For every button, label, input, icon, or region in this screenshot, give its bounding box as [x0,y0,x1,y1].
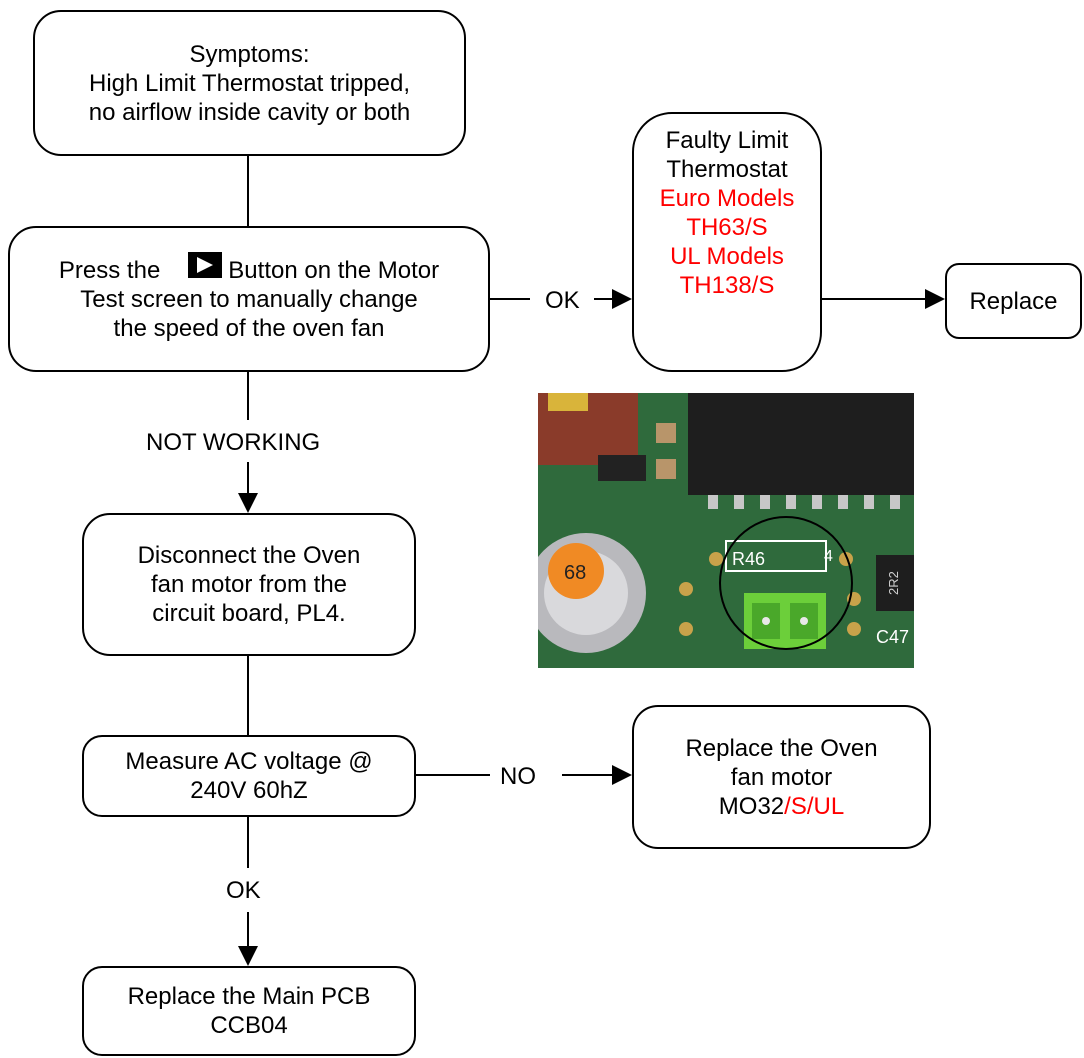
faulty-thermostat-box: Faulty Limit Thermostat Euro Models TH63… [632,112,822,372]
ic-chip [688,393,914,495]
disconnect-line-2: fan motor from the [151,570,347,599]
euro-part-number: TH63/S [686,213,767,242]
replace-pcb-line-2: CCB04 [210,1011,287,1040]
edge-label-ok-down: OK [222,876,265,905]
pin-label: 4 [824,548,833,565]
ul-part-number: TH138/S [680,271,775,300]
capacitor-marking: 68 [564,562,586,584]
symptoms-title: Symptoms: [189,40,309,69]
press-button-box: Press the Button on the Motor Test screen… [8,226,490,372]
press-button-suffix: Button on the Motor [228,257,439,284]
symptoms-box: Symptoms: High Limit Thermostat tripped,… [33,10,466,156]
euro-models-label: Euro Models [660,184,795,213]
faulty-thermostat-line-1: Faulty Limit [666,126,789,155]
r46-label: R46 [732,549,765,569]
replace-box: Replace [945,263,1082,339]
measure-line-1: Measure AC voltage @ [125,747,372,776]
circuit-board-photo: 68 R46 4 2R2 C47 [538,393,914,668]
press-button-line-1: Press the Button on the Motor [59,256,439,285]
edge-label-no: NO [496,762,540,791]
faulty-thermostat-line-2: Thermostat [666,155,787,184]
edge-label-not-working: NOT WORKING [142,428,324,457]
motor-part-base: MO32 [719,793,784,820]
play-icon [188,252,222,278]
replace-label: Replace [969,287,1057,316]
replace-pcb-line-1: Replace the Main PCB [128,982,371,1011]
replace-motor-part: MO32/S/UL [719,792,844,821]
measure-line-2: 240V 60hZ [190,776,307,805]
press-button-line-3: the speed of the oven fan [114,314,385,343]
replace-pcb-box: Replace the Main PCB CCB04 [82,966,416,1056]
disconnect-line-3: circuit board, PL4. [152,599,345,628]
press-button-line-2: Test screen to manually change [80,285,418,314]
replace-motor-line-2: fan motor [731,763,832,792]
motor-part-suffix: /S/UL [784,793,844,820]
disconnect-line-1: Disconnect the Oven [138,541,361,570]
ul-models-label: UL Models [670,242,784,271]
disconnect-box: Disconnect the Oven fan motor from the c… [82,513,416,656]
symptoms-line-3: no airflow inside cavity or both [89,98,411,127]
press-button-prefix: Press the [59,257,160,284]
inductor-label: 2R2 [886,571,901,595]
replace-motor-box: Replace the Oven fan motor MO32/S/UL [632,705,931,849]
edge-label-ok-right: OK [541,286,584,315]
measure-box: Measure AC voltage @ 240V 60hZ [82,735,416,817]
replace-motor-line-1: Replace the Oven [685,734,877,763]
symptoms-line-2: High Limit Thermostat tripped, [89,69,410,98]
c47-label: C47 [876,627,909,647]
